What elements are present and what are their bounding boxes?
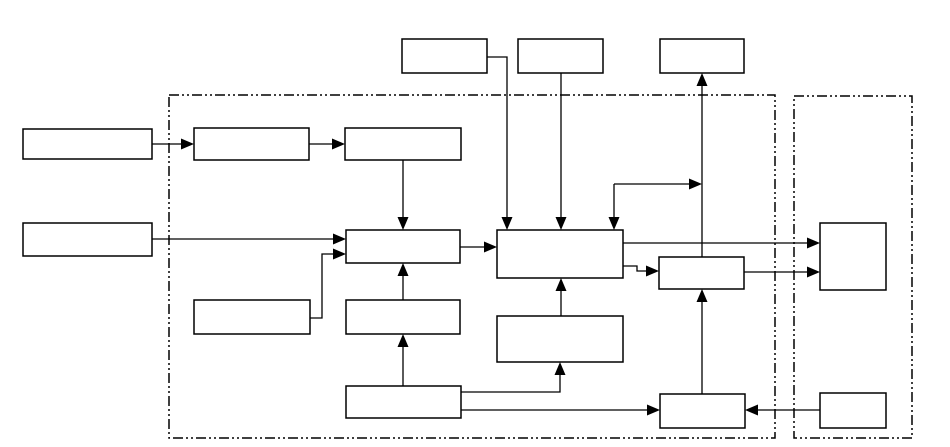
node-l1 <box>22 128 153 160</box>
container-boundary-right <box>793 95 913 439</box>
arrowhead-j-h <box>745 404 758 416</box>
arrowhead-e-g <box>807 237 820 249</box>
arrowhead-d-i <box>554 362 566 375</box>
arrowhead-c-a <box>397 263 409 276</box>
arrowhead-d-c <box>397 334 409 347</box>
arrowhead-b-a <box>333 248 346 260</box>
node-l2 <box>22 222 153 257</box>
arrowhead-h-f <box>696 289 708 302</box>
arrowhead-a-e <box>484 241 497 253</box>
node-t3 <box>659 38 745 74</box>
edge-b-a <box>310 253 336 319</box>
node-i <box>496 315 624 363</box>
arrowhead-t2-e <box>555 217 567 230</box>
node-j <box>819 392 887 429</box>
node-b <box>193 299 311 335</box>
arrowhead-f-t3 <box>696 73 708 86</box>
arrowhead-i-e <box>555 278 567 291</box>
node-h <box>659 393 746 429</box>
node-r2 <box>193 127 310 161</box>
node-t2 <box>517 38 604 74</box>
node-e <box>496 229 624 279</box>
arrowhead-f-g <box>807 266 820 278</box>
node-r3 <box>344 127 462 161</box>
arrowhead-l2-a <box>333 233 346 245</box>
arrowhead-tap-line <box>689 178 702 190</box>
node-a <box>345 229 461 264</box>
arrowhead-e-f <box>646 265 659 277</box>
node-g <box>819 222 887 291</box>
arrowhead-t1-e <box>501 217 513 230</box>
edge-d-i <box>461 372 561 393</box>
arrowhead-r3-a <box>397 217 409 230</box>
node-c <box>345 299 461 335</box>
node-d <box>345 385 462 419</box>
container-boundary-main <box>168 94 776 439</box>
arrowhead-d-h <box>647 404 660 416</box>
edge-e-f <box>623 265 649 272</box>
arrowhead-r2-r3 <box>332 138 345 150</box>
edge-t1-e <box>487 56 508 220</box>
node-t1 <box>401 38 488 74</box>
node-f <box>658 256 745 290</box>
arrowhead-tap-e <box>608 217 620 230</box>
arrowhead-l1-r2 <box>181 138 194 150</box>
